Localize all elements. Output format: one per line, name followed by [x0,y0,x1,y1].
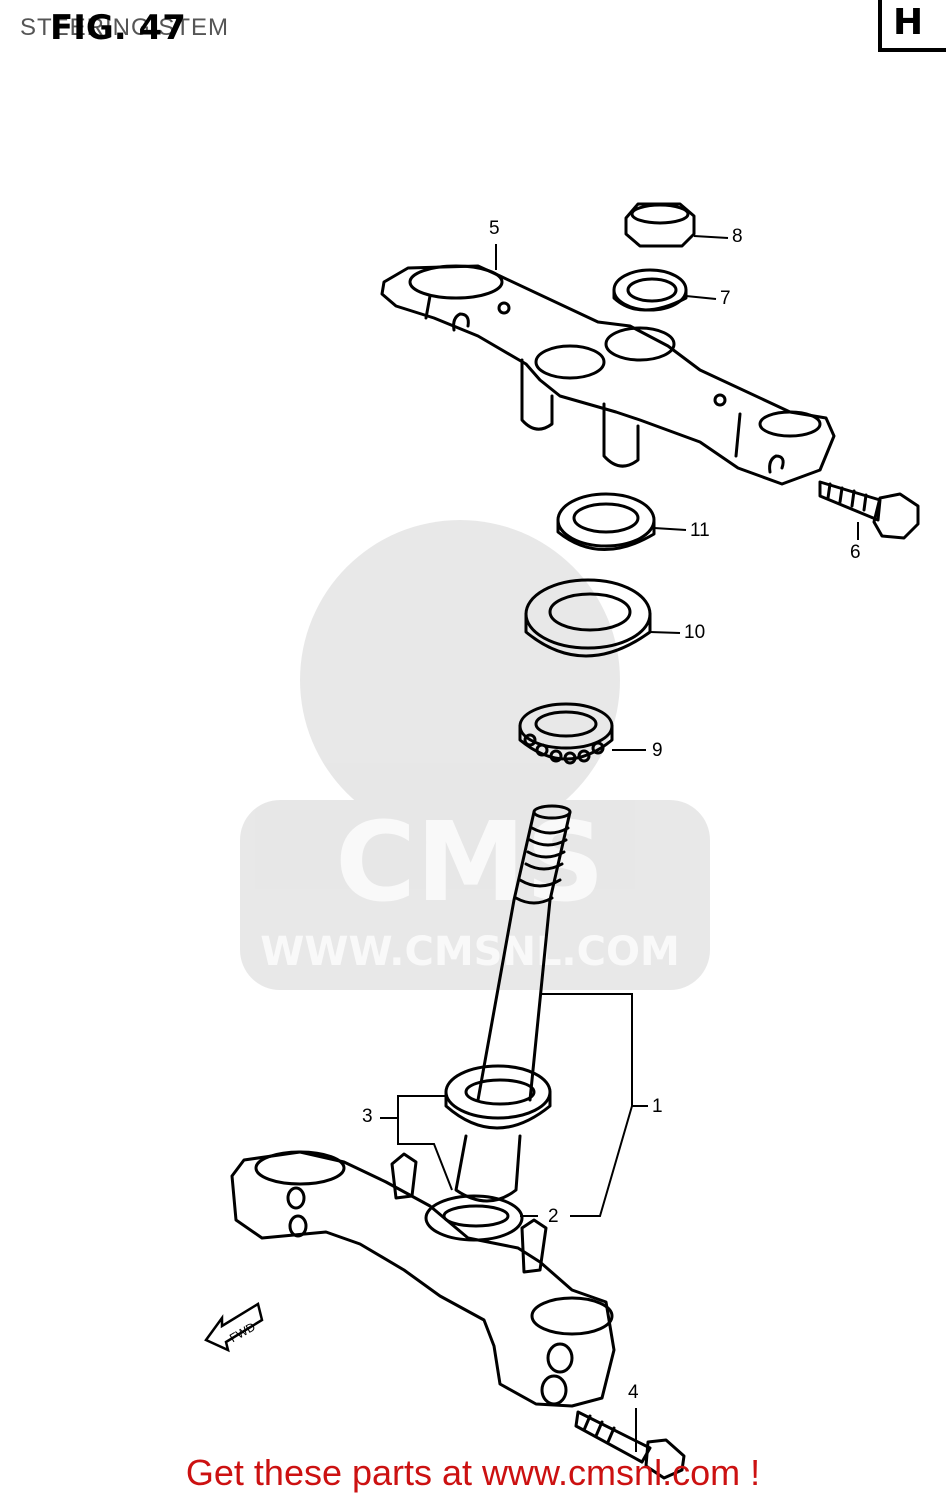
section-letter: H [893,2,924,43]
callout-2: 2 [548,1206,559,1227]
part-1-steering-stem [476,804,572,1102]
cmsnl-watermark [240,520,710,990]
part-2-lower-bearing [424,1134,524,1242]
callout-10: 10 [684,622,706,643]
part-5-upper-bracket [380,264,836,486]
part-7-washer [612,268,688,312]
callout-9: 9 [652,740,663,761]
callout-7: 7 [720,288,731,309]
callout-3: 3 [362,1106,373,1127]
leader-lines [380,235,859,1452]
part-10-dust-seal [524,578,652,658]
watermark-url: WWW.CMSNL.COM [260,929,680,975]
figure-number: FIG. 47 [50,8,186,48]
callout-5: 5 [489,218,500,239]
part-9-bearing [518,702,614,765]
callout-6: 6 [850,542,861,563]
callout-1: 1 [652,1096,663,1117]
section-box [878,0,946,52]
footer-shop-link[interactable]: Get these parts at www.cmsnl.com ! [185,1452,761,1493]
part-8-stem-nut [624,202,696,248]
part-6-bolt [818,480,920,540]
part-4-bolt [574,1410,686,1480]
callout-11: 11 [690,520,710,541]
callout-8: 8 [732,226,743,247]
part-11-lock-nut [556,492,656,551]
callout-4: 4 [628,1382,639,1403]
lower-bracket [230,1150,616,1408]
fwd-arrow: FWD [204,1302,264,1353]
diagram-title: STEERING STEM [20,14,230,41]
part-3-lower-seal [444,1064,552,1130]
